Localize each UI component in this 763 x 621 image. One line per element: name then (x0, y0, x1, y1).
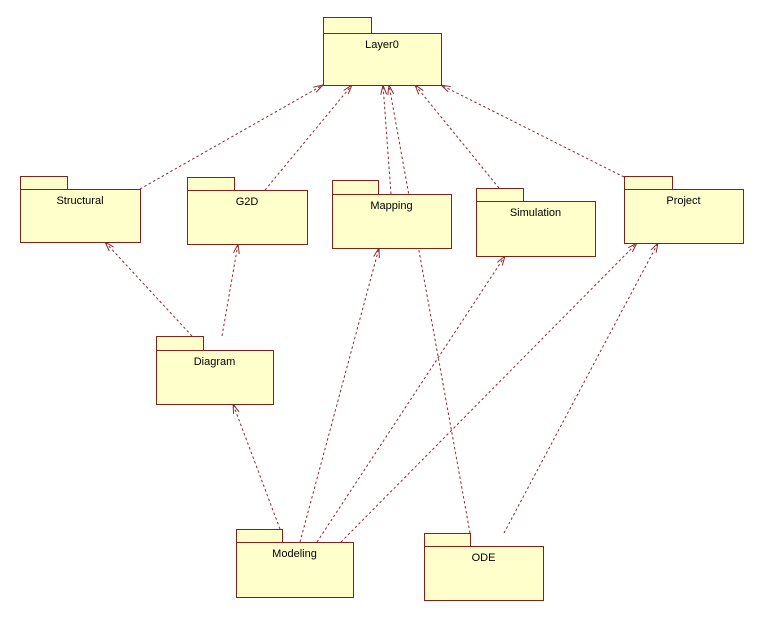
dependency-edges-layer (103, 83, 659, 543)
package-tab (323, 17, 372, 34)
dependency-arrow-mapping-to-layer0[interactable] (380, 83, 392, 195)
package-project[interactable]: Project (624, 176, 744, 244)
package-body (187, 190, 308, 245)
package-diagram[interactable]: Diagram (156, 336, 274, 405)
package-label: Simulation (510, 207, 561, 219)
dependency-arrow-ode-to-layer0[interactable] (387, 83, 471, 534)
package-modeling[interactable]: Modeling (236, 529, 354, 598)
dependency-arrow-modeling-to-project[interactable] (340, 241, 639, 543)
package-body (20, 189, 141, 243)
package-tab (187, 177, 235, 191)
package-body (332, 194, 452, 249)
dependency-arrowhead (233, 242, 240, 254)
dependency-arrow-structural-to-layer0[interactable] (139, 84, 325, 190)
package-label: Project (666, 195, 700, 207)
package-body (424, 546, 544, 601)
package-label: Layer0 (365, 39, 399, 51)
dependency-arrowhead (496, 254, 506, 266)
package-layer0[interactable]: Layer0 (323, 17, 442, 86)
package-simulation[interactable]: Simulation (476, 188, 596, 257)
package-label: Mapping (370, 200, 412, 212)
dependency-arrow-modeling-to-diagram[interactable] (232, 402, 281, 530)
dependency-arrowhead (313, 84, 325, 93)
package-body (323, 33, 442, 86)
package-body (156, 350, 274, 405)
dependency-arrowhead (439, 84, 451, 93)
package-body (236, 542, 354, 598)
package-mapping[interactable]: Mapping (332, 180, 452, 249)
dependency-arrow-modeling-to-mapping[interactable] (299, 246, 380, 543)
package-label: G2D (236, 196, 259, 208)
package-tab (156, 336, 204, 351)
package-tab (624, 176, 673, 190)
package-body (624, 189, 744, 244)
package-tab (332, 180, 379, 195)
dependency-arrow-g2d-to-layer0[interactable] (264, 83, 354, 191)
dependency-arrowhead (650, 241, 659, 253)
package-structural[interactable]: Structural (20, 176, 141, 243)
package-tab (236, 529, 283, 543)
package-tab (424, 533, 471, 547)
package-tab (476, 188, 524, 202)
package-body (476, 201, 596, 257)
dependency-arrowhead (232, 402, 240, 415)
package-label: Structural (56, 195, 103, 207)
package-label: Diagram (194, 356, 236, 368)
package-tab (20, 176, 68, 190)
dependency-arrow-ode-to-project[interactable] (503, 241, 659, 534)
dependency-arrow-modeling-to-simulation[interactable] (316, 254, 506, 543)
dependency-arrow-project-to-layer0[interactable] (439, 84, 625, 178)
dependency-arrow-simulation-to-layer0[interactable] (413, 83, 500, 189)
dependency-arrow-diagram-to-g2d[interactable] (221, 242, 240, 337)
package-ode[interactable]: ODE (424, 533, 544, 601)
dependency-arrow-diagram-to-structural[interactable] (103, 240, 193, 337)
package-label: Modeling (272, 548, 317, 560)
package-g2d[interactable]: G2D (187, 177, 308, 245)
package-label: ODE (472, 552, 496, 564)
